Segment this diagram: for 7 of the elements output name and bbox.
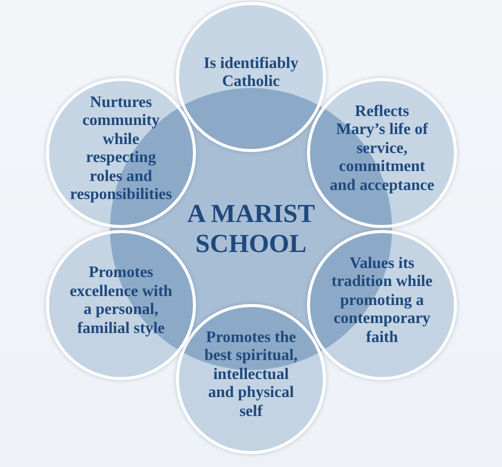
principle-text: Nurtures community while respecting roles and responsibilities [70,94,172,204]
principle-text: Reflects Mary’s life of service, commitment and acceptance [330,102,434,196]
principle-text: Values its tradition while promoting a contemporary faith [332,254,432,348]
principle-text: Is identifiably Catholic [204,54,298,92]
center-title: A MARIST SCHOOL [187,199,315,259]
principle-text: Promotes the best spiritual, intellectual and physical self [204,328,298,422]
principle-text: Promotes excellence with a personal, familial style [70,264,172,338]
